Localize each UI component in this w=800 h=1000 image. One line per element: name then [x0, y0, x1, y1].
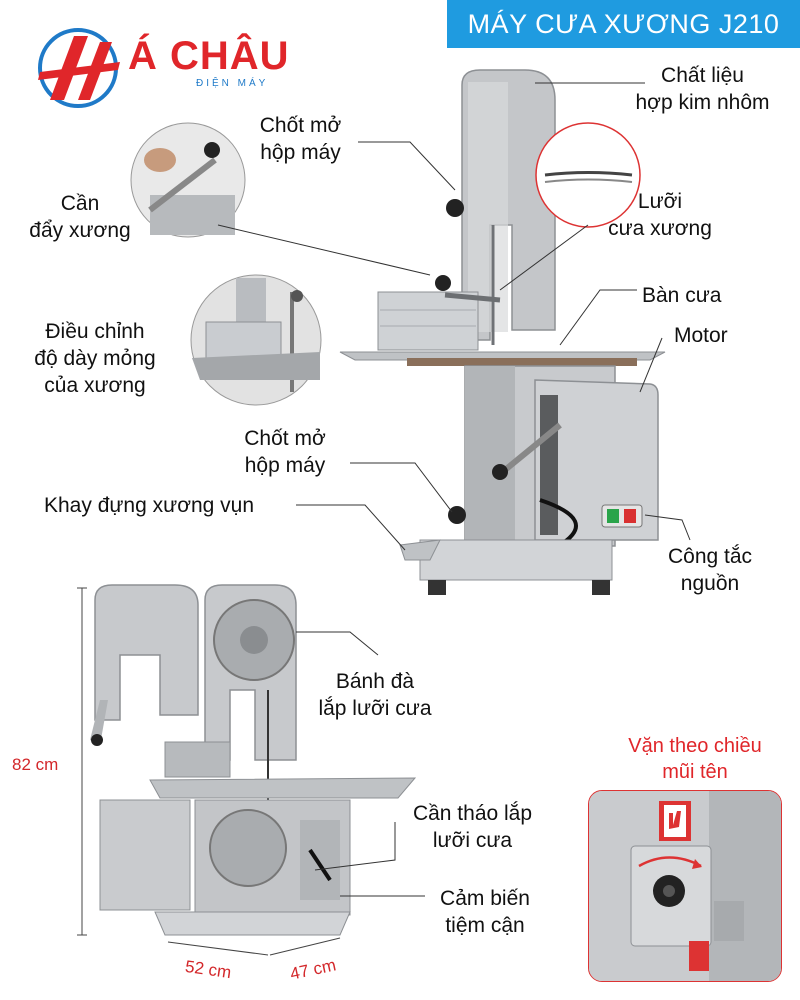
page-title: MÁY CƯA XƯƠNG J210: [467, 8, 780, 39]
label-rotate-line2: mũi tên: [662, 761, 728, 783]
label-proximity-sensor: Cảm biến tiệm cận: [425, 885, 545, 939]
label-thickness-line3: của xương: [44, 374, 146, 397]
logo-emblem-icon: [38, 28, 120, 108]
label-blade: Lưỡi cưa xương: [590, 188, 730, 242]
label-blade-lever-line1: Cần tháo lắp: [412, 802, 533, 825]
label-push-lever-line1: Cần: [60, 192, 100, 215]
label-blade-line1: Lưỡi: [637, 190, 683, 213]
label-flywheel: Bánh đà lắp lưỡi cưa: [300, 668, 450, 722]
label-motor: Motor: [674, 324, 728, 347]
label-lock-bottom: Chốt mở hộp máy: [215, 425, 355, 479]
dimension-height: 82 cm: [12, 755, 59, 774]
label-blade-lever: Cần tháo lắp lưỡi cưa: [395, 800, 550, 854]
label-thickness-line2: độ dày mỏng: [34, 347, 156, 370]
label-material: Chất liệu hợp kim nhôm: [615, 62, 790, 116]
label-blade-lever-line2: lưỡi cưa: [432, 829, 513, 852]
label-lock-bottom-line2: hộp máy: [244, 454, 326, 477]
label-rotate-line1: Vặn theo chiều: [628, 735, 762, 757]
label-proximity-sensor-line2: tiệm cận: [445, 914, 525, 937]
page-title-banner: MÁY CƯA XƯƠNG J210: [447, 0, 800, 48]
label-lock-bottom-line1: Chốt mở: [244, 427, 326, 450]
label-power-switch-line1: Công tắc: [667, 545, 753, 568]
label-proximity-sensor-line1: Cảm biến: [440, 887, 530, 910]
label-lock-top-line1: Chốt mở: [259, 114, 342, 137]
label-table: Bàn cưa: [642, 284, 722, 307]
label-lock-top-line2: hộp máy: [260, 141, 341, 164]
label-power-switch-line2: nguồn: [680, 572, 740, 595]
label-push-lever-line2: đẩy xương: [29, 219, 131, 242]
detail-inset: [588, 790, 782, 982]
label-tray: Khay đựng xương vụn: [44, 494, 255, 517]
logo: [30, 22, 340, 112]
logo-brand: Á CHÂU: [128, 34, 290, 78]
label-material-line1: Chất liệu: [661, 64, 744, 87]
rotation-detail-icon: [589, 791, 781, 981]
label-blade-line2: cưa xương: [608, 217, 712, 240]
label-rotate-direction: Vặn theo chiều mũi tên: [600, 733, 790, 785]
label-push-lever: Cần đẩy xương: [5, 190, 155, 244]
label-thickness: Điều chỉnh độ dày mỏng của xương: [10, 318, 180, 399]
label-power-switch: Công tắc nguồn: [640, 543, 780, 597]
logo-subtitle: ĐIỆN MÁY: [196, 78, 269, 89]
label-material-line2: hợp kim nhôm: [635, 91, 770, 114]
label-flywheel-line2: lắp lưỡi cưa: [318, 697, 432, 720]
label-flywheel-line1: Bánh đà: [335, 670, 415, 693]
label-lock-top: Chốt mở hộp máy: [228, 112, 373, 166]
label-thickness-line1: Điều chỉnh: [45, 320, 145, 343]
